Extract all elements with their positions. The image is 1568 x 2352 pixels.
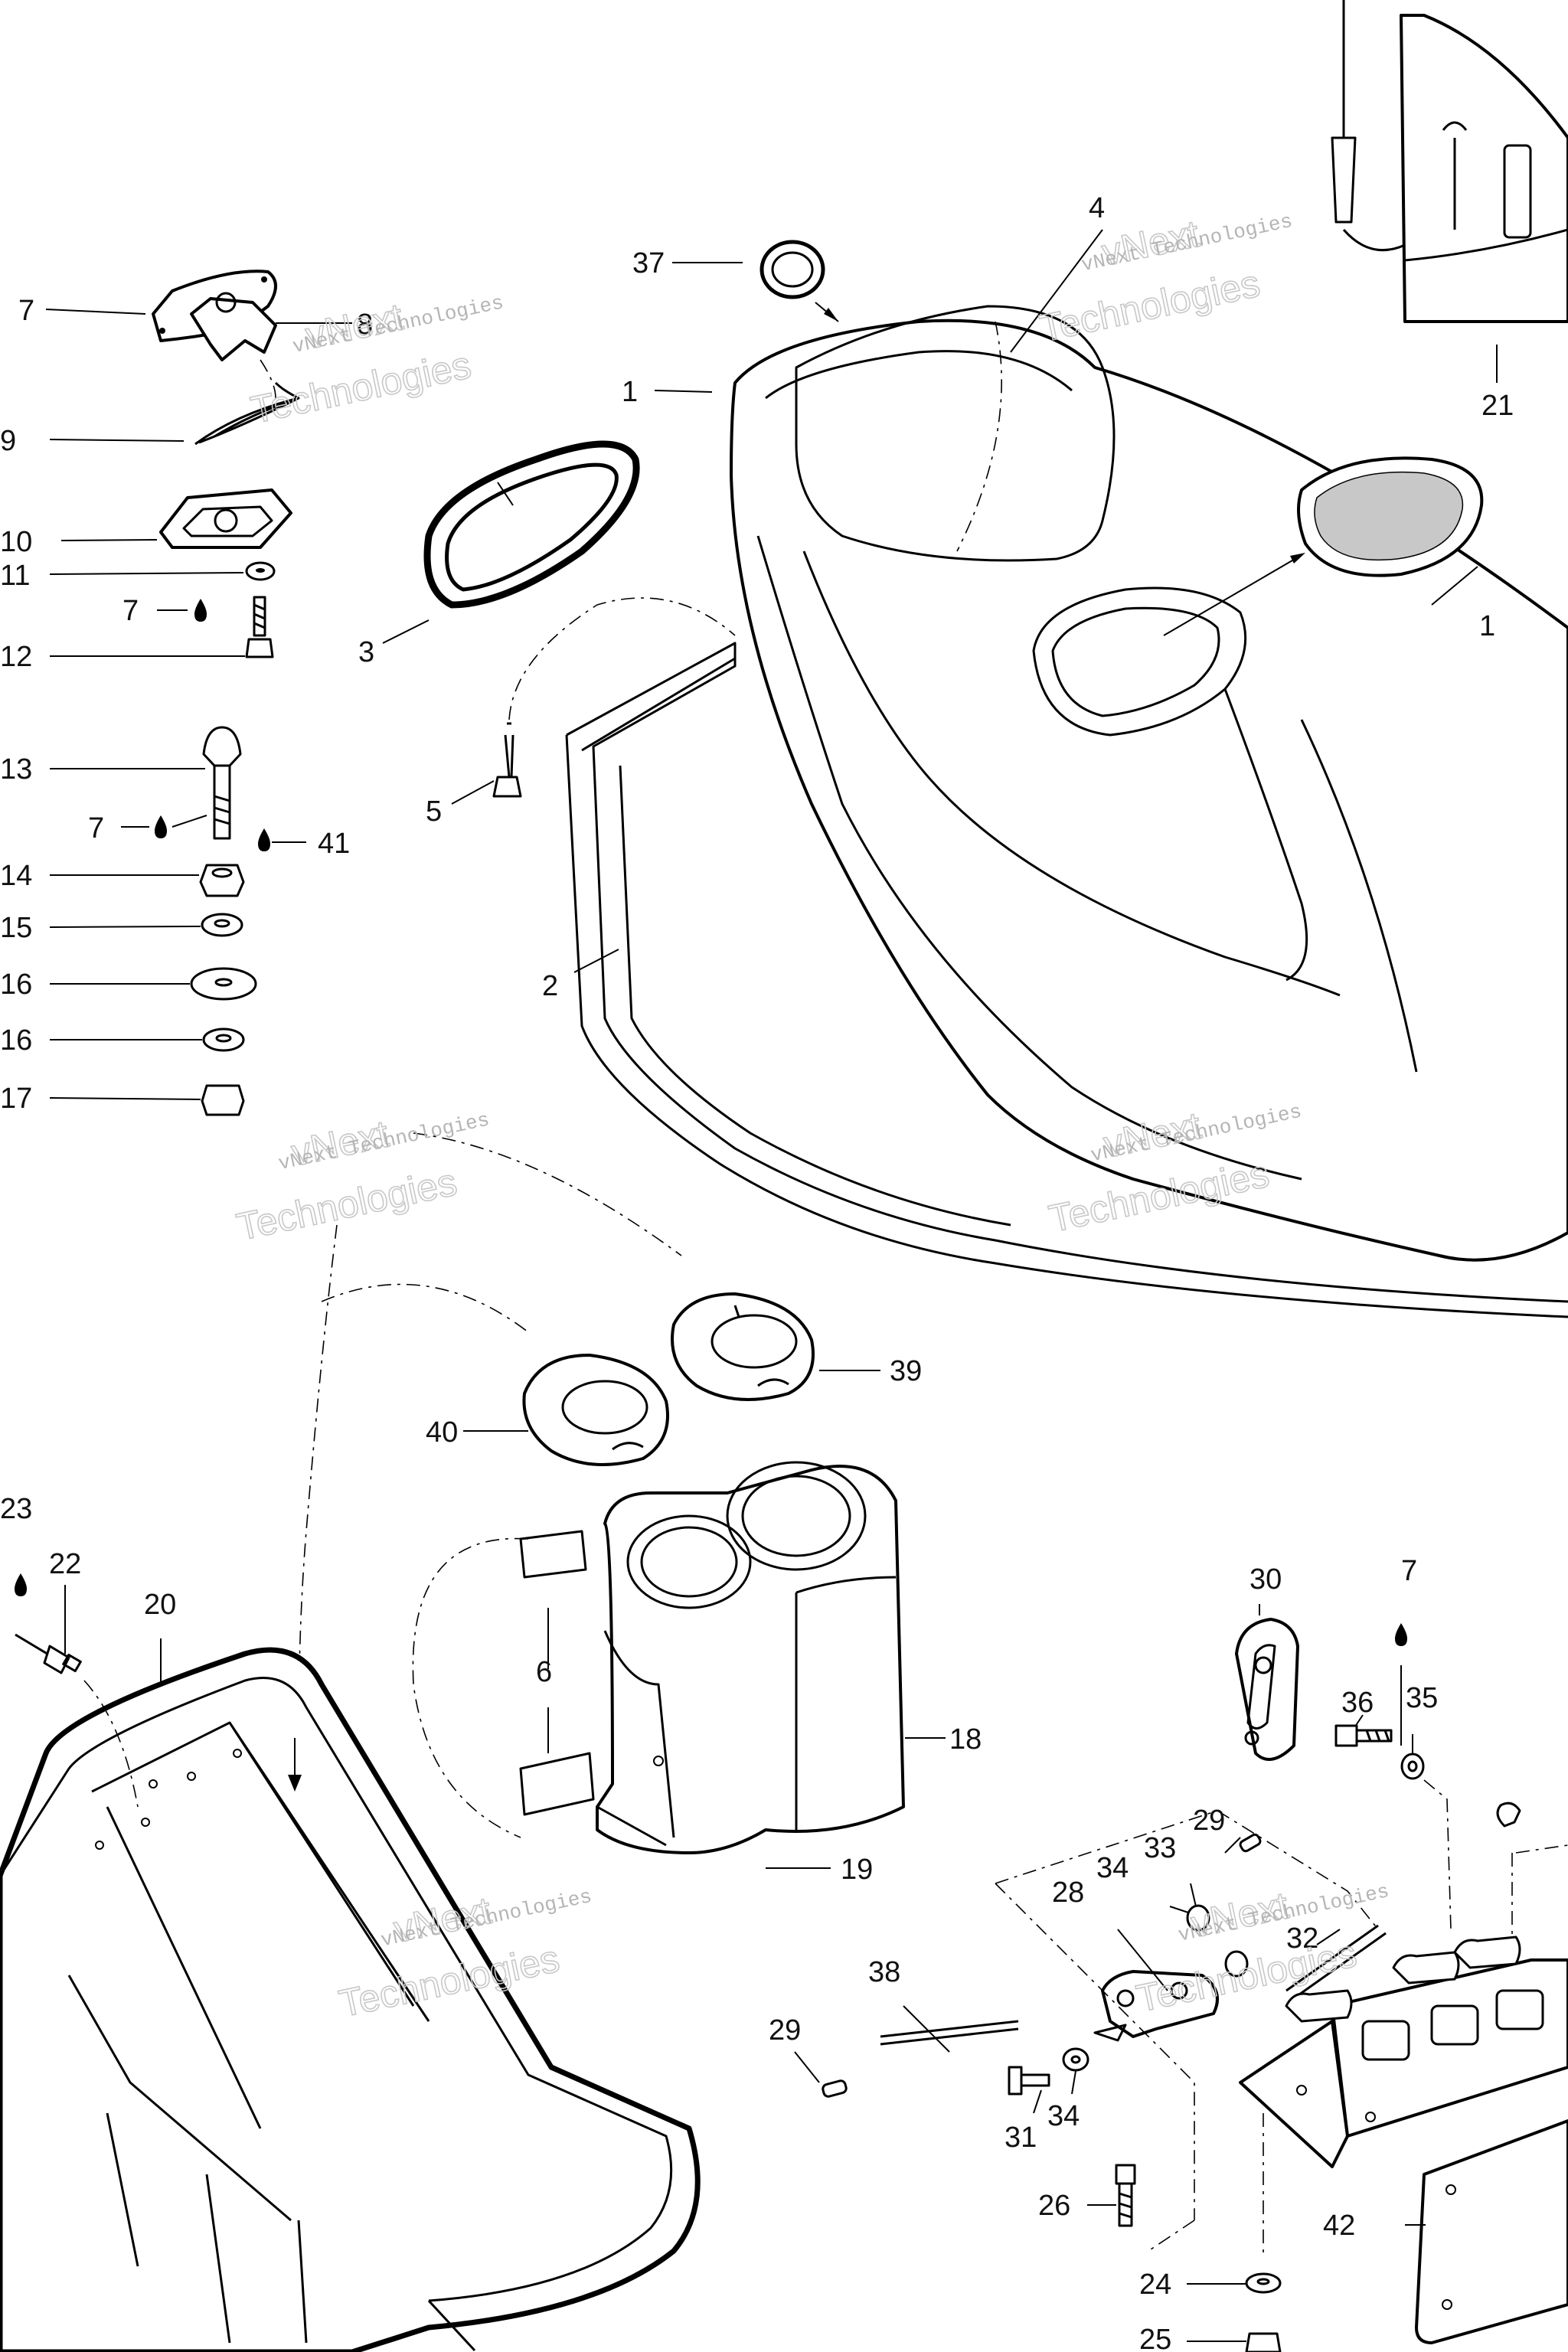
callout-4: 4 — [1089, 192, 1105, 224]
callout-33: 33 — [1144, 1832, 1176, 1864]
callout-18: 17 — [0, 1083, 32, 1115]
screw-part — [492, 597, 736, 798]
callout-14: 13 — [0, 753, 32, 786]
adhesive-drop-icon — [15, 599, 1407, 1646]
large-washer-part — [190, 967, 257, 1001]
callout-21: 21 — [1481, 390, 1514, 422]
callout-34-top: 34 — [1096, 1852, 1129, 1884]
storage-bin-part — [0, 1647, 701, 2352]
callout-42: 42 — [1323, 2210, 1355, 2242]
callout-13: 12 — [0, 641, 32, 673]
callout-8: 8 — [357, 309, 373, 341]
watermark: vNext vNext Technologies Technologies — [247, 291, 505, 432]
callout-41: 41 — [318, 828, 350, 860]
callout-39: 39 — [890, 1355, 922, 1387]
callout-19-b: 19 — [841, 1854, 873, 1886]
callout-10: 9 — [0, 425, 16, 457]
callout-37: 37 — [632, 247, 665, 279]
callout-15: 14 — [0, 860, 32, 892]
callout-20: 20 — [144, 1589, 176, 1621]
callout-38: 38 — [868, 1956, 900, 1988]
callout-7-top: 7 — [122, 595, 139, 627]
washer-bottom-part — [1245, 2272, 1282, 2352]
tool-kit-part — [1331, 0, 1568, 383]
callout-28: 28 — [1052, 1877, 1084, 1909]
callout-5: 5 — [426, 795, 442, 828]
callout-1-top: 1 — [622, 376, 638, 408]
bumper-stud-part — [202, 726, 242, 840]
callout-11: 10 — [0, 526, 32, 558]
cup-holder-lid-part — [671, 1292, 815, 1401]
washer-small-part — [245, 561, 276, 581]
washer-lower-part — [202, 1027, 245, 1052]
latch-base-part — [159, 488, 292, 549]
callout-16-a: 15 — [0, 912, 32, 944]
watermark-6: vNext vNext Technologies Technologies — [1132, 1880, 1391, 2020]
cup-holder-body-part — [596, 1461, 905, 1854]
callout-7-right: 7 — [1401, 1555, 1417, 1587]
callout-1-right: 1 — [1479, 610, 1495, 642]
hex-nut-part — [199, 864, 245, 897]
callout-12: 11 — [0, 560, 30, 592]
lock-nut-part — [201, 1084, 245, 1116]
hinge-pin-part — [822, 1833, 1387, 2098]
watermark-2: vNext vNext Technologies Technologies — [1035, 210, 1294, 351]
hull-gasket-part — [565, 642, 1568, 1318]
washer-part — [201, 913, 243, 937]
shoulder-screw-part — [1008, 2066, 1050, 2096]
callout-9: 7 — [18, 295, 34, 327]
latch-plate-part — [152, 270, 277, 361]
watermark-3: vNext vNext Technologies Technologies — [233, 1108, 492, 1249]
callout-leaders — [45, 229, 1478, 2342]
callout-25: 25 — [1139, 2324, 1171, 2352]
latch-handle-part — [1235, 1618, 1299, 1761]
callout-6: 6 — [536, 1656, 552, 1688]
callout-32: 32 — [1286, 1922, 1318, 1955]
svg-text:Technologies: Technologies — [1036, 262, 1263, 350]
cap-ring-part — [760, 240, 839, 322]
callout-19-a: 18 — [949, 1723, 982, 1756]
callout-29-left: 29 — [769, 2014, 801, 2047]
hinge-bracket-part — [1239, 1936, 1568, 2168]
callout-17: 16 — [0, 969, 32, 1001]
oval-seal-part — [423, 440, 640, 609]
spring-clip-part — [194, 359, 300, 446]
callout-22: 22 — [49, 1548, 81, 1580]
callout-35: 35 — [1406, 1682, 1438, 1714]
callout-36: 36 — [1341, 1687, 1374, 1719]
svg-text:Technologies: Technologies — [233, 1160, 460, 1248]
callout-30: 30 — [1250, 1563, 1282, 1596]
callout-34-bottom: 34 — [1047, 2100, 1080, 2132]
callout-2: 2 — [542, 970, 558, 1002]
latch-lever-part — [1062, 1904, 1249, 2072]
callout-24: 24 — [1139, 2269, 1171, 2301]
callout-3: 3 — [358, 636, 374, 668]
bolt-part — [245, 596, 274, 658]
rivet-part — [15, 1633, 139, 1808]
clip-part — [1496, 1802, 1521, 1828]
callout-7-mid: 7 — [88, 812, 104, 844]
name-plate-part — [1415, 2119, 1568, 2344]
callout-40: 40 — [426, 1416, 458, 1449]
hinge-bolt-part — [1334, 1724, 1425, 1780]
hex-bolt-part — [1115, 2164, 1136, 2227]
seat-emblem-part — [1163, 456, 1484, 636]
retainer-plate-part — [412, 1530, 595, 1838]
callout-29-right: 29 — [1193, 1805, 1225, 1837]
callout-31: 31 — [1004, 2122, 1037, 2154]
callout-26: 26 — [1038, 2190, 1070, 2222]
callout-labels: 7 8 9 10 11 7 12 13 7 41 14 15 16 16 17 … — [0, 192, 1514, 2352]
callout-16-b: 16 — [0, 1024, 32, 1057]
cup-holder-lid-2-part — [522, 1354, 669, 1466]
callout-23: 23 — [0, 1493, 32, 1525]
watermark-brand-sub: Technologies — [247, 343, 475, 431]
